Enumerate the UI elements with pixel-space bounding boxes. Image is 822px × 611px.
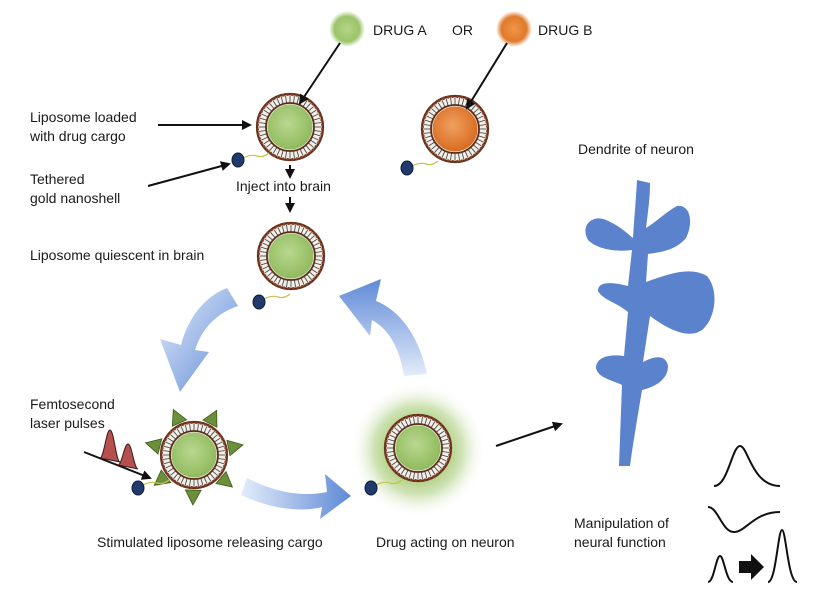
drug-a-blob [329,11,365,47]
small-peak-icon [707,554,734,583]
cycle-arrow-acting-to-quiescent [339,279,427,376]
laser-pulses-icon [83,429,152,480]
stimulated-label: Stimulated liposome releasing cargo [97,534,323,550]
femtosecond-label: Femtosecond laser pulses [30,396,115,431]
drug-acting-label: Drug acting on neuron [376,534,515,550]
cycle-arrow-quiescent-to-stimulated [160,288,238,392]
liposome-drug-acting [383,413,453,483]
cycle-arrow-stimulated-to-acting [241,474,351,519]
liposome-drug-b [420,94,490,164]
liposome-quiescent [256,221,326,291]
dendrite-label: Dendrite of neuron [578,141,694,157]
liposome-drug-a [255,92,325,162]
drug-a-label: DRUG A [373,22,427,38]
drug-b-label: DRUG B [538,22,593,38]
drug-b-blob [496,11,532,47]
large-peak-icon [767,528,798,583]
inverted-dip-icon [707,506,781,534]
manipulation-label: Manipulation of neural function [574,515,669,550]
liposome-stimulated [144,408,244,506]
dendrite-shape [585,180,715,466]
liposome-loaded-label: Liposome loaded with drug cargo [30,109,137,144]
gold-nanoshell-5 [364,479,403,496]
arrow-drug-b-to-liposome [465,42,508,110]
thick-arrow-icon [739,554,764,580]
gold-nanoshell-1 [231,152,270,168]
arrow-drug-a-to-liposome [298,42,341,105]
gold-nanoshell-3 [252,293,291,310]
arrow-tethered-label [147,161,231,187]
arrow-to-dendrite [495,421,563,447]
quiescent-label: Liposome quiescent in brain [30,247,205,263]
inject-label: Inject into brain [236,178,331,194]
bell-curve-icon [713,444,781,487]
gold-nanoshell-4 [131,479,170,496]
gold-nanoshell-2 [400,160,439,176]
tethered-gold-label: Tethered gold nanoshell [30,171,121,206]
or-label: OR [452,22,473,38]
